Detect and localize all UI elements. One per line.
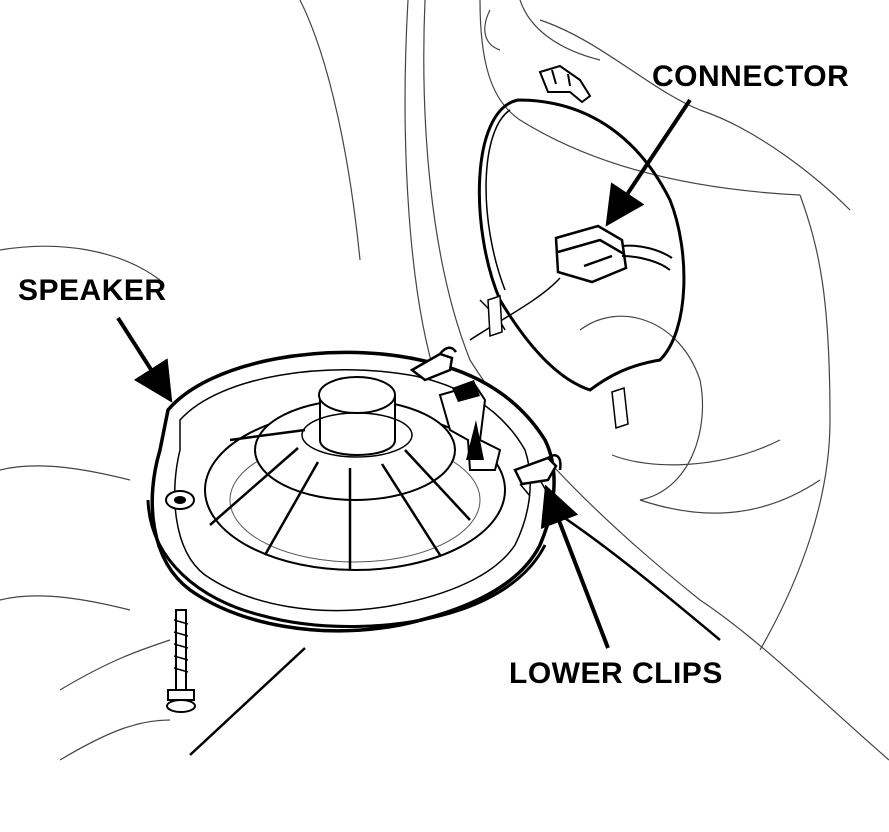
lower-clips-label: LOWER CLIPS xyxy=(509,657,723,690)
mounting-screw xyxy=(166,609,196,713)
speaker-assembly xyxy=(146,350,556,633)
connector-label: CONNECTOR xyxy=(652,60,850,93)
speaker-label: SPEAKER xyxy=(18,274,167,307)
door-tabs xyxy=(487,294,629,430)
lower-clips-parts xyxy=(409,346,562,497)
connector-part xyxy=(554,224,673,284)
upper-clip xyxy=(538,64,592,104)
wire-harness xyxy=(469,277,561,341)
leader-arrows xyxy=(116,98,692,649)
door-panel xyxy=(0,0,889,761)
